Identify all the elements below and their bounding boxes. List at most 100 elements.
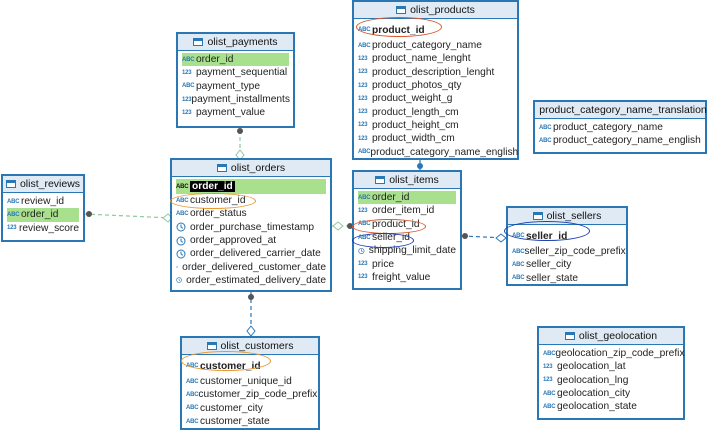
link-endpoint-dot bbox=[417, 163, 423, 169]
text-type-icon: ABC bbox=[7, 211, 20, 218]
link-endpoint-diamond bbox=[332, 221, 344, 231]
table-title: olist_items bbox=[389, 174, 439, 186]
table-header: olist_products bbox=[354, 2, 517, 19]
column-name: product_width_cm bbox=[372, 133, 455, 145]
text-type-icon: ABC bbox=[512, 275, 525, 282]
text-type-icon: ABC bbox=[539, 124, 552, 131]
text-type-icon: ABC bbox=[543, 350, 556, 357]
text-type-icon: ABC bbox=[543, 403, 556, 410]
link-endpoint-diamond bbox=[246, 325, 256, 337]
column-name: product_description_lenght bbox=[372, 66, 495, 78]
link-endpoint-dot bbox=[248, 294, 254, 300]
column-row[interactable]: order_approved_at bbox=[176, 234, 326, 247]
text-type-icon: ABC bbox=[176, 210, 189, 217]
table-header: olist_geolocation bbox=[539, 328, 683, 345]
column-row[interactable]: order_estimated_delivery_date bbox=[176, 274, 326, 287]
column-name: seller_state bbox=[526, 272, 579, 284]
text-type-icon: ABC bbox=[186, 405, 199, 412]
column-name: order_approved_at bbox=[190, 235, 277, 247]
column-row[interactable]: order_delivered_carrier_date bbox=[176, 247, 326, 260]
column-name: customer_state bbox=[200, 416, 270, 428]
table-header: olist_customers bbox=[182, 338, 318, 355]
link-endpoint-dot bbox=[347, 223, 353, 229]
table-title: olist_reviews bbox=[19, 178, 81, 190]
column-name: order_delivered_customer_date bbox=[182, 261, 326, 273]
number-type-icon: 123 bbox=[358, 95, 368, 102]
column-row[interactable]: order_delivered_customer_date bbox=[176, 260, 326, 273]
number-type-icon: 123 bbox=[358, 122, 368, 129]
column-name: price bbox=[372, 258, 395, 270]
column-name: order_delivered_carrier_date bbox=[190, 248, 321, 260]
column-name: review_id bbox=[21, 196, 65, 208]
column-row[interactable]: order_purchase_timestamp bbox=[176, 221, 326, 234]
column-row[interactable]: shipping_limit_date bbox=[358, 244, 456, 257]
table-icon bbox=[396, 6, 407, 14]
column-name: customer_unique_id bbox=[200, 376, 292, 388]
number-type-icon: 123 bbox=[182, 69, 192, 76]
text-type-icon: ABC bbox=[186, 418, 199, 425]
text-type-icon: ABC bbox=[182, 56, 195, 63]
table-title: olist_sellers bbox=[546, 210, 602, 222]
text-type-icon: ABC bbox=[512, 261, 525, 268]
number-type-icon: 123 bbox=[182, 96, 192, 103]
text-type-icon: ABC bbox=[182, 83, 195, 90]
column-name: geolocation_zip_code_prefix bbox=[555, 348, 685, 360]
table-header: olist_sellers bbox=[508, 208, 626, 225]
column-name: order_item_id bbox=[372, 205, 435, 217]
table-icon bbox=[216, 164, 227, 172]
key-text-type-icon: ABC bbox=[176, 183, 189, 190]
